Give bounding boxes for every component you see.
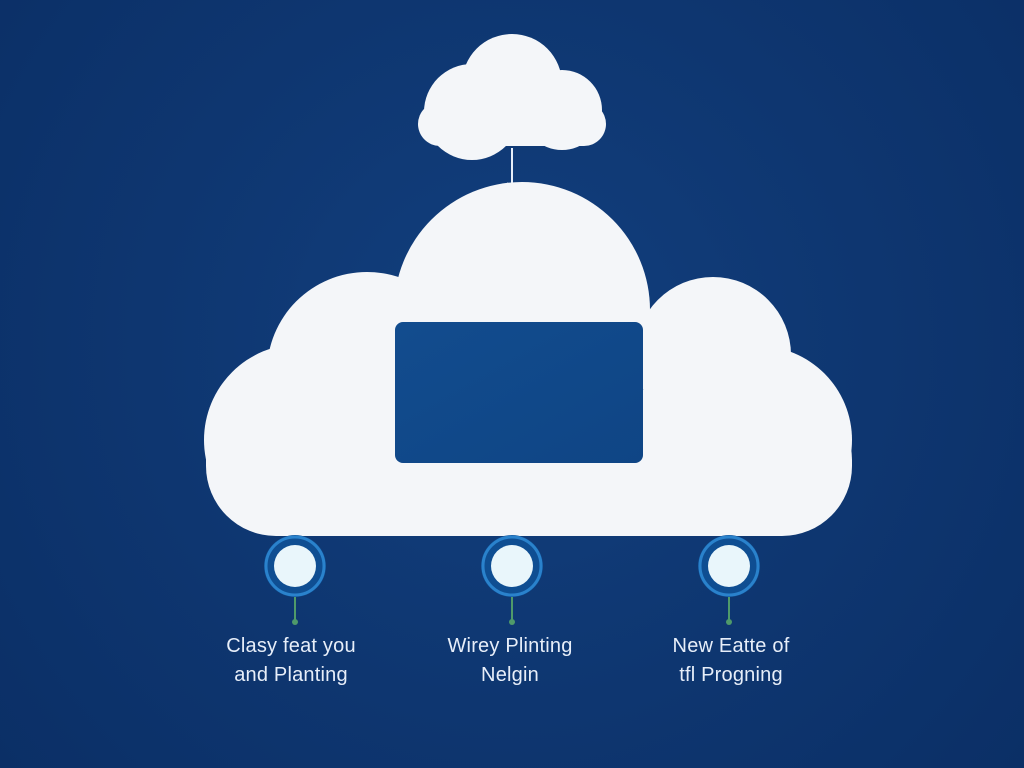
node-1-label: Clasy feat you and Planting [191,632,391,690]
node-2-label: Wirey Plinting Nelgin [410,632,610,690]
node-1-label-line-2: and Planting [234,664,348,686]
node-1-label-line-1: Clasy feat you [226,635,356,657]
node-2-label-line-2: Nelgin [481,664,539,686]
node-1[interactable] [264,535,326,625]
top-cloud-icon [418,34,606,160]
node-2[interactable] [481,535,543,625]
node-3-label: New Eatte of tfl Progning [631,632,831,690]
node-3-label-line-2: tfl Progning [679,664,783,686]
node-3[interactable] [698,535,760,625]
node-3-label-line-1: New Eatte of [672,635,790,657]
cloud-panel [395,322,643,463]
node-2-label-line-1: Wirey Plinting [447,635,573,657]
